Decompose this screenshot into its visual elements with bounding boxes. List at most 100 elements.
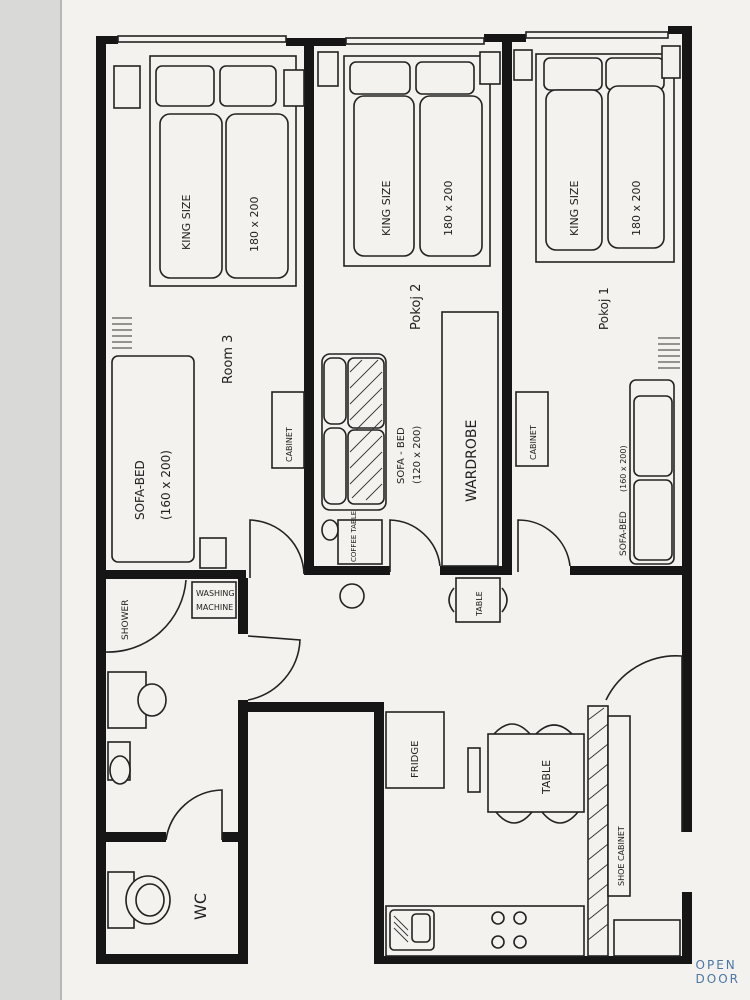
doors <box>165 519 683 841</box>
mattress-room3-b <box>225 113 289 279</box>
outer-wall-bottom-left <box>96 954 242 964</box>
bed-size-label-room3: KING SIZE <box>180 195 193 250</box>
bed-size-label-room2: KING SIZE <box>380 181 393 236</box>
wc: WC <box>107 871 210 929</box>
washing-machine <box>191 581 237 619</box>
cabinet-label-room3: CABINET <box>285 427 294 462</box>
sofa-bed-label-room3: SOFA-BED <box>133 460 147 520</box>
washing-machine-label-2: MACHINE <box>196 603 233 612</box>
sofa-bed-label-room1: SOFA-BED <box>619 511 629 556</box>
kitchen-wall-left <box>374 702 384 964</box>
logo-line-2: DOOR <box>695 972 740 986</box>
kitchen-sink-basin <box>411 913 431 943</box>
door-room1 <box>517 519 571 572</box>
pokoj2-label: Pokoj 2 <box>409 284 424 330</box>
sofa-seat-b <box>347 429 385 505</box>
pillow-room3-a <box>155 65 215 107</box>
entrance-cabinet <box>613 919 681 957</box>
wall-room2-bottom-right <box>440 566 512 575</box>
sofa-hatch-room2 <box>349 359 383 501</box>
kitchen-partition-hatch <box>587 707 609 941</box>
bed-dims-room3: 180 x 200 <box>248 197 261 253</box>
chair-bottom-left <box>495 811 533 824</box>
open-door-logo: OPEN DOOR <box>696 958 740 986</box>
room3: KING SIZE 180 x 200 SOFA-BED (160 x 200)… <box>111 55 305 569</box>
hob-burner-1 <box>491 911 505 925</box>
shower-label: SHOWER <box>121 600 131 640</box>
fridge-label: FRIDGE <box>410 741 421 778</box>
coffee-table <box>337 519 383 565</box>
door-entrance <box>605 655 683 832</box>
nightstand-room3-left <box>113 65 141 109</box>
door-room3 <box>249 519 305 578</box>
mattress-room1-a <box>545 89 603 251</box>
chair-side-table-right <box>501 587 508 613</box>
outer-wall-right-lower <box>682 892 692 962</box>
room1: KING SIZE 180 x 200 Pokoj 1 CABINET SOFA… <box>513 45 681 565</box>
window-room1 <box>525 31 669 39</box>
outer-wall-top-left <box>96 36 118 44</box>
hob-burner-2 <box>513 911 527 925</box>
kitchen-sink-drainer <box>393 915 409 943</box>
wc-wall-top <box>106 832 166 842</box>
window-room2 <box>345 37 485 45</box>
sofa-bed-dims-room3: (160 x 200) <box>159 450 173 520</box>
chair-top-right <box>535 724 573 735</box>
dining-table <box>487 733 585 813</box>
room3-label: Room 3 <box>221 335 236 384</box>
mattress-room2-a <box>353 95 415 257</box>
stool-corridor <box>339 583 365 609</box>
mattress-room2-b <box>419 95 483 257</box>
side-table-label: TABLE <box>475 591 484 617</box>
kitchen-wall-top <box>248 702 382 712</box>
bed-dims-room1: 180 x 200 <box>630 181 643 237</box>
wall-room3-bottom <box>96 570 246 579</box>
sofa-seat-room1-a <box>633 395 673 477</box>
outer-wall-right <box>682 26 692 832</box>
shower-curve <box>105 579 187 653</box>
mattress-room1-b <box>607 85 665 249</box>
wc-seat <box>135 883 165 917</box>
pillow-room1-a <box>543 57 603 91</box>
sofa-seat-room1-b <box>633 479 673 561</box>
corridor: TABLE <box>339 577 508 623</box>
cabinet-room3 <box>271 391 305 469</box>
mattress-room3-a <box>159 113 223 279</box>
door-bathroom <box>247 635 301 701</box>
radiator-room1 <box>658 337 680 369</box>
door-room2 <box>389 519 441 572</box>
outer-wall-bottom-right <box>374 956 692 964</box>
shoe-cabinet <box>607 715 631 897</box>
chair-bottom-right <box>541 811 579 824</box>
wall-room3-room2 <box>304 38 314 574</box>
pillow-room2-a <box>349 61 411 95</box>
wall-room2-room1 <box>502 34 512 574</box>
wardrobe <box>441 311 499 567</box>
sofa-bed-label-room2: SOFA - BED <box>396 427 407 484</box>
window-room3 <box>117 35 287 43</box>
sofa-cushion-a <box>323 357 347 425</box>
chair-side-table-left <box>448 587 455 613</box>
sofa-bed-dims-room2: (120 x 200) <box>412 426 423 484</box>
pillow-room3-b <box>219 65 277 107</box>
chair-top-left <box>493 723 531 735</box>
coffee-stool <box>321 519 339 541</box>
side-table <box>455 577 501 623</box>
pokoj1-label: Pokoj 1 <box>597 287 611 330</box>
nightstand-room1-right <box>661 45 681 79</box>
wc-label: WC <box>191 893 210 920</box>
kitchen-partition <box>587 705 609 957</box>
pillow-room2-b <box>415 61 475 95</box>
bathroom: SHOWER WASHING MACHINE <box>105 579 237 785</box>
bed-dims-room2: 180 x 200 <box>442 181 455 237</box>
bath-wall-right-upper <box>238 578 248 634</box>
radiator-room3 <box>112 317 132 349</box>
hob-burner-4 <box>513 935 527 949</box>
sofa-bed-dims-room1: (160 x 200) <box>619 445 628 492</box>
bin-room3 <box>199 537 227 569</box>
hob-burner-3 <box>491 935 505 949</box>
cabinet-label-room1: CABINET <box>529 425 538 460</box>
bath-wall-right-lower <box>238 700 248 964</box>
bidet <box>109 755 131 785</box>
coffee-table-label: COFFEE TABLE <box>350 511 358 562</box>
